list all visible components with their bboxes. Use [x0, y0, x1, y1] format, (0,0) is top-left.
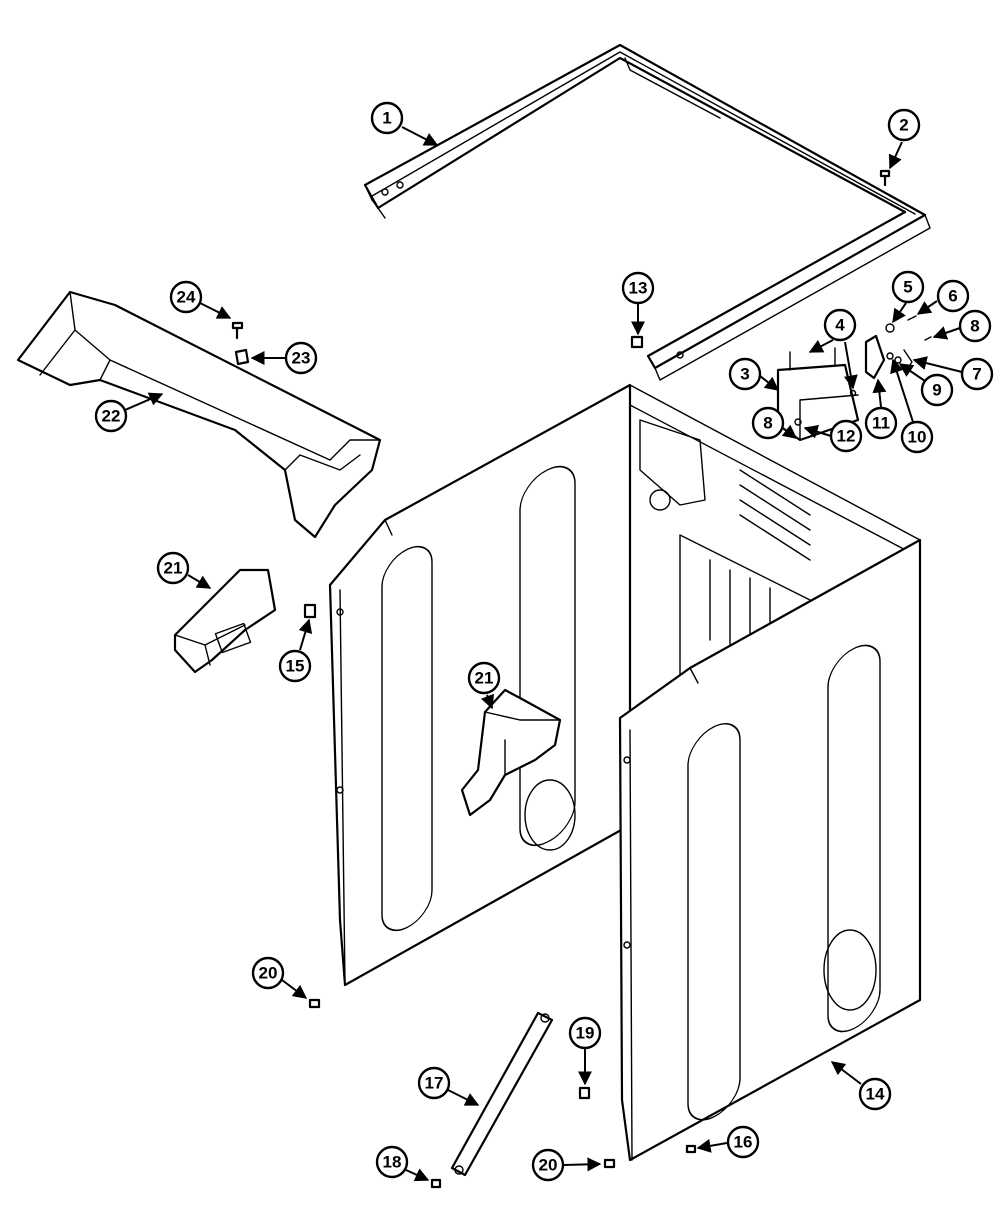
callout-11: 11: [864, 378, 898, 440]
svg-text:9: 9: [932, 381, 941, 400]
callout-8-lower: 8: [751, 406, 798, 440]
callout-15: 15: [278, 618, 313, 683]
callout-20-right: 20: [531, 1148, 602, 1182]
callout-6: 6: [916, 279, 970, 315]
callout-12: 12: [803, 419, 863, 453]
callout-4: 4: [808, 308, 858, 390]
svg-text:15: 15: [286, 657, 305, 676]
svg-text:21: 21: [475, 669, 494, 688]
svg-text:23: 23: [292, 349, 311, 368]
svg-text:20: 20: [259, 964, 278, 983]
callout-23: 23: [250, 341, 318, 375]
svg-text:5: 5: [903, 278, 912, 297]
small-hardware-group: [794, 315, 932, 426]
svg-text:11: 11: [872, 414, 890, 433]
clip-part-13: [630, 335, 644, 349]
screw-part-2: [879, 169, 891, 187]
callout-17: 17: [417, 1066, 480, 1106]
screw-part-24: [231, 321, 244, 340]
callout-10: 10: [890, 358, 934, 454]
top-frame-part: [363, 43, 931, 381]
svg-text:24: 24: [177, 288, 196, 307]
svg-text:12: 12: [837, 427, 856, 446]
svg-text:3: 3: [740, 365, 749, 384]
svg-text:17: 17: [425, 1074, 444, 1093]
callout-2: 2: [887, 108, 921, 170]
svg-text:21: 21: [164, 559, 183, 578]
svg-text:18: 18: [383, 1153, 402, 1172]
svg-text:6: 6: [948, 287, 957, 306]
svg-text:4: 4: [835, 316, 845, 335]
callout-16: 16: [696, 1125, 760, 1159]
callouts: 1 2 3 4 5 6 8 7: [94, 101, 994, 1182]
callout-22: 22: [94, 392, 164, 433]
clip-part-23: [234, 348, 250, 366]
svg-text:8: 8: [763, 414, 772, 433]
svg-text:19: 19: [576, 1024, 595, 1043]
svg-text:22: 22: [102, 407, 121, 426]
svg-text:10: 10: [908, 428, 927, 447]
bracket-part-21-left: [173, 568, 277, 674]
callout-9: 9: [898, 363, 954, 407]
cabinet-right-panel-part-14: [618, 538, 922, 1162]
callout-19: 19: [568, 1016, 602, 1086]
callout-18: 18: [375, 1145, 430, 1182]
callout-1: 1: [370, 101, 439, 146]
svg-text:1: 1: [382, 109, 391, 128]
callout-21-center: 21: [467, 661, 501, 710]
svg-text:13: 13: [629, 279, 648, 298]
callout-20-left: 20: [251, 956, 308, 999]
callout-21-left: 21: [156, 551, 212, 589]
callout-3: 3: [728, 357, 780, 391]
callout-7: 7: [912, 356, 994, 391]
callout-5: 5: [891, 270, 925, 324]
callout-13: 13: [621, 271, 655, 336]
svg-text:2: 2: [899, 116, 908, 135]
brace-part-17: [450, 1011, 554, 1177]
hinge-bracket-part-3: [776, 347, 860, 442]
clip-part-15: [303, 603, 317, 619]
console-trim-part-22: [16, 290, 382, 539]
svg-text:14: 14: [866, 1085, 885, 1104]
svg-text:8: 8: [970, 317, 979, 336]
callout-14: 14: [830, 1061, 892, 1111]
svg-text:16: 16: [734, 1133, 753, 1152]
fasteners-bottom: [308, 998, 697, 1189]
callout-8-upper: 8: [932, 309, 992, 343]
svg-text:7: 7: [972, 365, 981, 384]
svg-text:20: 20: [539, 1156, 558, 1175]
callout-24: 24: [169, 280, 232, 319]
bracket-part-21-center: [460, 688, 562, 817]
